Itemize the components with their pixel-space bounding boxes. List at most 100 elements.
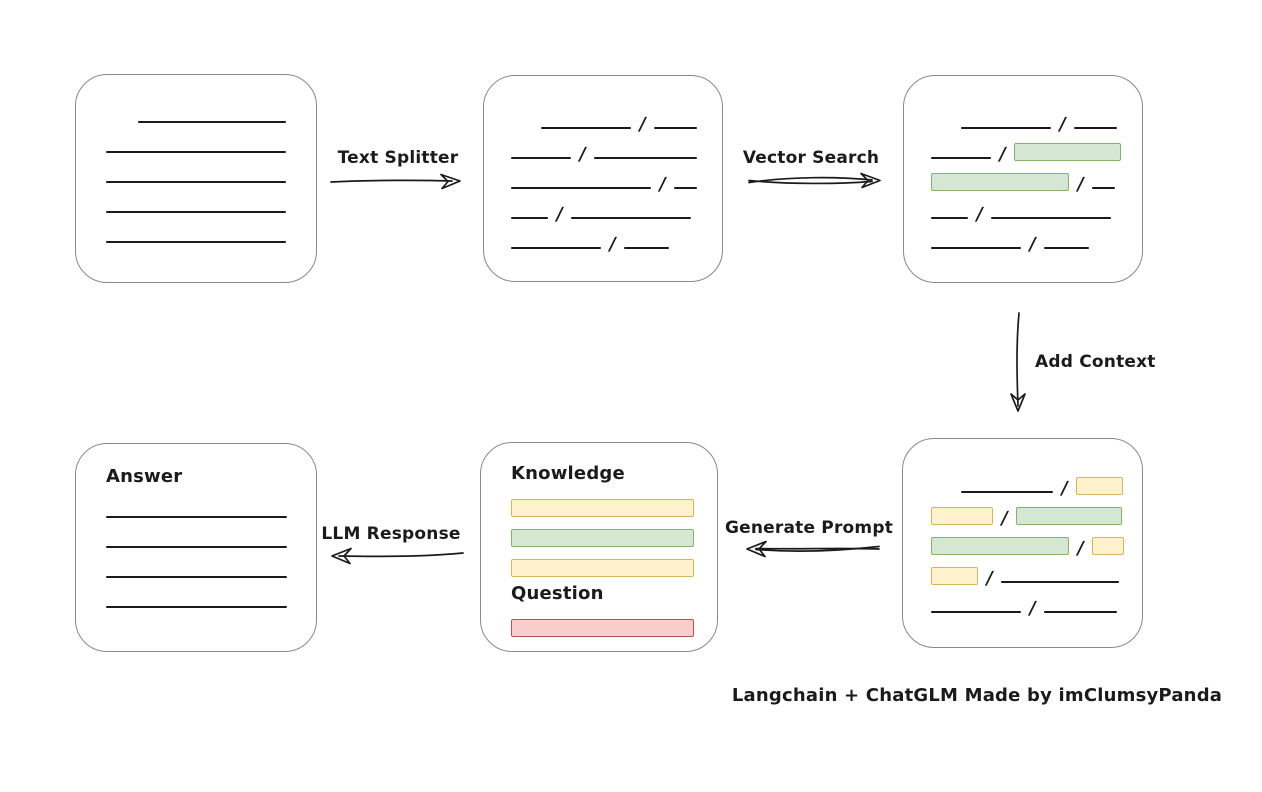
text-line [570, 217, 691, 219]
text-line [106, 516, 287, 518]
slash-separator: / [607, 234, 618, 255]
add-context-label: Add Context [1035, 352, 1156, 372]
slash-separator: / [1027, 598, 1038, 619]
text-line [511, 247, 601, 249]
highlight-green [1013, 143, 1121, 161]
answer-lines [106, 488, 316, 608]
segment-row [106, 518, 316, 548]
segment-row: / [931, 493, 1142, 529]
text-line [1043, 247, 1089, 249]
segment-row [106, 123, 316, 153]
segment-row: / [931, 219, 1142, 255]
context-chunks-box: ///// [902, 438, 1143, 648]
text-line [106, 151, 286, 153]
highlight-yellow [1075, 477, 1123, 495]
segment-row: / [931, 99, 1142, 135]
segment-row: / [511, 189, 722, 225]
segment-row: / [931, 553, 1142, 589]
segment-row: / [511, 159, 722, 195]
segment-row: / [931, 189, 1142, 225]
answer-box: Answer [75, 443, 317, 652]
text-line [1073, 127, 1117, 129]
highlight-green [931, 173, 1069, 191]
text-line [931, 157, 991, 159]
split-chunks-rows: ///// [511, 99, 722, 255]
text-line [931, 611, 1021, 613]
text-line [1043, 611, 1117, 613]
text-splitter-label: Text Splitter [337, 148, 459, 168]
text-line [1091, 187, 1115, 189]
context-chunks-rows: ///// [931, 463, 1142, 619]
knowledge-label: Knowledge [511, 463, 625, 484]
matched-chunks-rows: ///// [931, 99, 1142, 255]
text-line [961, 491, 1053, 493]
text-line [511, 217, 548, 219]
segment-row [106, 93, 316, 123]
text-line [623, 247, 669, 249]
segment-row: / [931, 523, 1142, 559]
segment-row: / [511, 219, 722, 255]
highlight-yellow [931, 507, 993, 525]
text-line [106, 181, 286, 183]
segment-row: / [931, 463, 1142, 499]
text-line [593, 157, 697, 159]
generate-prompt-label: Generate Prompt [724, 518, 894, 538]
text-line [106, 606, 287, 608]
segment-row: / [511, 129, 722, 165]
text-line [541, 127, 631, 129]
segment-row: / [931, 129, 1142, 165]
text-line [653, 127, 697, 129]
highlight-green [1015, 507, 1122, 525]
segment-row: / [931, 583, 1142, 619]
segment-row [106, 488, 316, 518]
text-line [931, 247, 1021, 249]
question-bars [511, 605, 717, 637]
text-line [511, 157, 571, 159]
text-line [106, 576, 287, 578]
slash-separator: / [1027, 234, 1038, 255]
split-chunks-box: ///// [483, 75, 723, 282]
answer-label: Answer [106, 466, 183, 487]
text-line [106, 211, 286, 213]
knowledge-bars [511, 485, 717, 577]
add-context-arrow [1010, 312, 1026, 412]
highlight-yellow [511, 499, 694, 517]
llm-response-label: LLM Response [321, 524, 461, 544]
segment-row [106, 213, 316, 243]
text-line [673, 187, 697, 189]
highlight-green [931, 537, 1069, 555]
highlight-yellow [511, 559, 694, 577]
segment-row: / [931, 159, 1142, 195]
matched-chunks-box: ///// [903, 75, 1143, 283]
text-line [931, 217, 968, 219]
document-lines [106, 93, 316, 243]
highlight-yellow [931, 567, 978, 585]
llm-response-arrow [331, 547, 464, 565]
highlight-green [511, 529, 694, 547]
generate-prompt-arrow [746, 540, 880, 558]
text-line [106, 546, 287, 548]
question-label: Question [511, 583, 604, 604]
text-line [106, 241, 286, 243]
segment-row [106, 153, 316, 183]
highlight-red [511, 619, 694, 637]
segment-row [511, 605, 717, 637]
vector-search-arrow [748, 172, 881, 189]
vector-search-label: Vector Search [742, 148, 880, 168]
segment-row [511, 515, 717, 547]
segment-row [106, 578, 316, 608]
text-line [961, 127, 1051, 129]
segment-row [106, 183, 316, 213]
document-box [75, 74, 317, 283]
credit-text: Langchain + ChatGLM Made by imClumsyPand… [731, 685, 1223, 706]
highlight-yellow [1091, 537, 1124, 555]
text-line [511, 187, 651, 189]
text-line [990, 217, 1111, 219]
prompt-box: Knowledge Question [480, 442, 718, 652]
text-line [1000, 581, 1119, 583]
segment-row: / [511, 99, 722, 135]
text-line [138, 121, 286, 123]
text-splitter-arrow [330, 173, 461, 190]
segment-row [511, 545, 717, 577]
